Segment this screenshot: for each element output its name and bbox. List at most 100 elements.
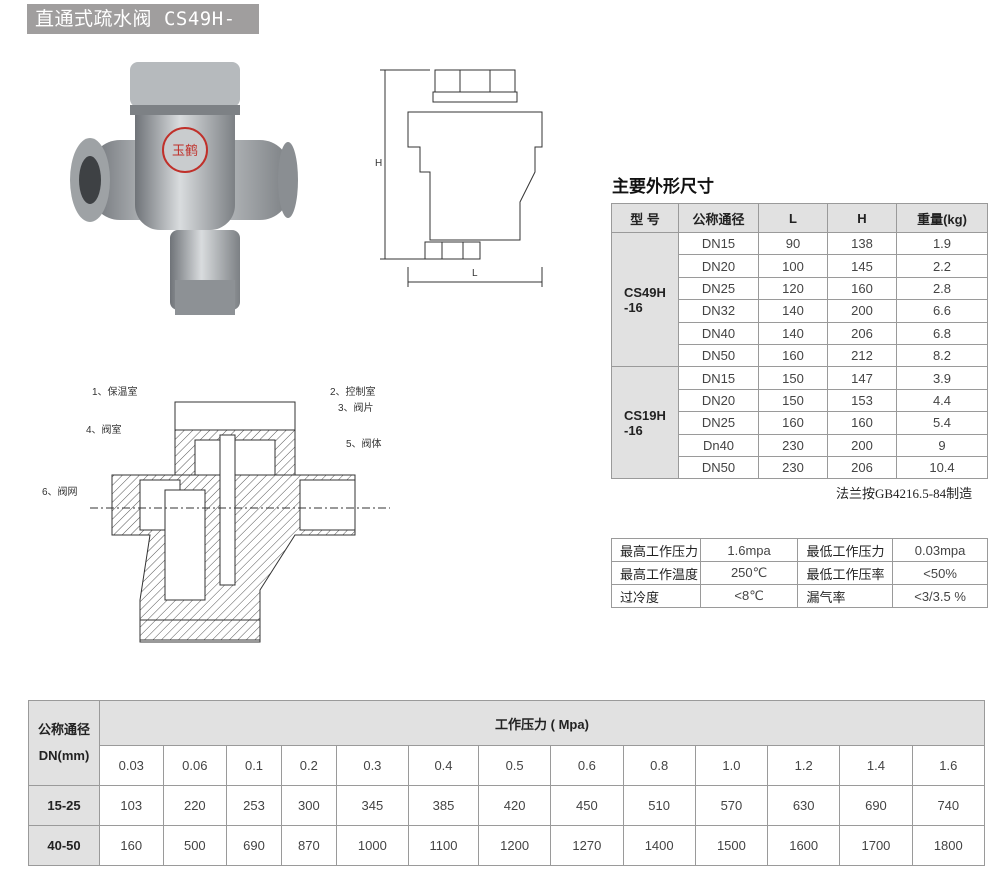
page-title: 直通式疏水阀 CS49H-16: [27, 4, 259, 60]
spec-value: 0.03mpa: [892, 538, 988, 562]
pressure-cell: 0.4: [408, 745, 479, 786]
table-cell: 8.2: [896, 343, 988, 368]
col-header: 重量(kg): [896, 203, 988, 233]
table-cell: 200: [827, 299, 897, 323]
table-cell: 212: [827, 343, 897, 368]
label-valve-body: 5、阀体: [346, 439, 382, 450]
table-cell: DN15: [678, 366, 759, 390]
brand-logo: 玉鹤: [172, 143, 198, 158]
pressure-cell: 0.6: [550, 745, 624, 786]
table-cell: 200: [827, 433, 897, 457]
table-cell: DN40: [678, 321, 759, 345]
pressure-cell: 0.3: [335, 745, 410, 786]
table-cell: 138: [827, 231, 897, 256]
capacity-cell: 630: [767, 785, 841, 826]
table-cell: 3.9: [896, 366, 988, 390]
capacity-cell: 1270: [550, 825, 624, 866]
capacity-cell: 690: [226, 825, 282, 866]
label-valve-disc: 3、阀片: [338, 403, 374, 414]
label-insulation-chamber: 1、保温室: [92, 387, 138, 398]
capacity-cell: 1700: [839, 825, 913, 866]
col-header: 型 号: [611, 203, 679, 233]
flange-note: 法兰按GB4216.5-84制造: [836, 486, 973, 501]
table-cell: DN50: [678, 343, 759, 368]
pressure-cell: 1.6: [911, 745, 986, 786]
model-cell: CS19H -16: [611, 366, 679, 480]
table-cell: 145: [827, 254, 897, 278]
col-header: 公称通径: [678, 203, 759, 233]
capacity-cell: 345: [335, 785, 410, 826]
table-cell: 206: [827, 321, 897, 345]
capacity-cell: 220: [162, 785, 228, 826]
length-label: L: [472, 268, 478, 279]
table-cell: 10.4: [896, 455, 988, 480]
spec-value: <50%: [892, 561, 988, 585]
dn-cell: 40-50: [28, 825, 100, 866]
table-cell: DN50: [678, 455, 759, 480]
spec-label: 最低工作压力: [797, 538, 894, 562]
table-cell: Dn40: [678, 433, 759, 457]
capacity-cell: 1400: [622, 825, 696, 866]
table-cell: 160: [827, 276, 897, 301]
table-cell: 206: [827, 455, 897, 480]
pressure-header: 工作压力 ( Mpa): [99, 700, 985, 746]
capacity-cell: 450: [550, 785, 624, 826]
table-cell: 2.8: [896, 276, 988, 301]
pressure-cell: 0.03: [99, 745, 164, 786]
pressure-cell: 1.4: [839, 745, 913, 786]
table-cell: 9: [896, 433, 988, 457]
table-cell: 6.6: [896, 299, 988, 323]
dimension-drawing: [380, 69, 543, 287]
table-cell: 150: [758, 366, 828, 390]
table-cell: 147: [827, 366, 897, 390]
capacity-cell: 1800: [911, 825, 986, 866]
table-cell: 6.8: [896, 321, 988, 345]
label-valve-screen: 6、阀网: [42, 487, 78, 498]
table-cell: DN25: [678, 411, 759, 435]
table-cell: 150: [758, 388, 828, 413]
pressure-cell: 0.1: [226, 745, 282, 786]
label-control-chamber: 2、控制室: [330, 387, 376, 398]
spec-label: 最高工作温度: [611, 561, 701, 585]
pressure-cell: 0.2: [280, 745, 337, 786]
table-cell: 230: [758, 455, 828, 480]
table-cell: 120: [758, 276, 828, 301]
table-cell: 153: [827, 388, 897, 413]
capacity-cell: 1000: [335, 825, 410, 866]
capacity-cell: 870: [280, 825, 337, 866]
capacity-cell: 253: [226, 785, 282, 826]
spec-value: 1.6mpa: [699, 538, 799, 562]
table-cell: 160: [758, 343, 828, 368]
capacity-cell: 1500: [694, 825, 769, 866]
table-cell: 140: [758, 299, 828, 323]
capacity-cell: 1600: [767, 825, 841, 866]
capacity-cell: 510: [622, 785, 696, 826]
capacity-cell: 103: [99, 785, 164, 826]
table-cell: DN20: [678, 254, 759, 278]
table-cell: DN15: [678, 231, 759, 256]
capacity-cell: 160: [99, 825, 164, 866]
table-cell: 100: [758, 254, 828, 278]
table-cell: 160: [827, 411, 897, 435]
table-cell: 90: [758, 231, 828, 256]
pressure-cell: 1.0: [694, 745, 769, 786]
dn-cell: 15-25: [28, 785, 100, 826]
label-valve-chamber: 4、阀室: [86, 425, 122, 436]
capacity-cell: 500: [162, 825, 228, 866]
capacity-cell: 1200: [477, 825, 552, 866]
table-cell: 1.9: [896, 231, 988, 256]
capacity-cell: 1100: [408, 825, 479, 866]
